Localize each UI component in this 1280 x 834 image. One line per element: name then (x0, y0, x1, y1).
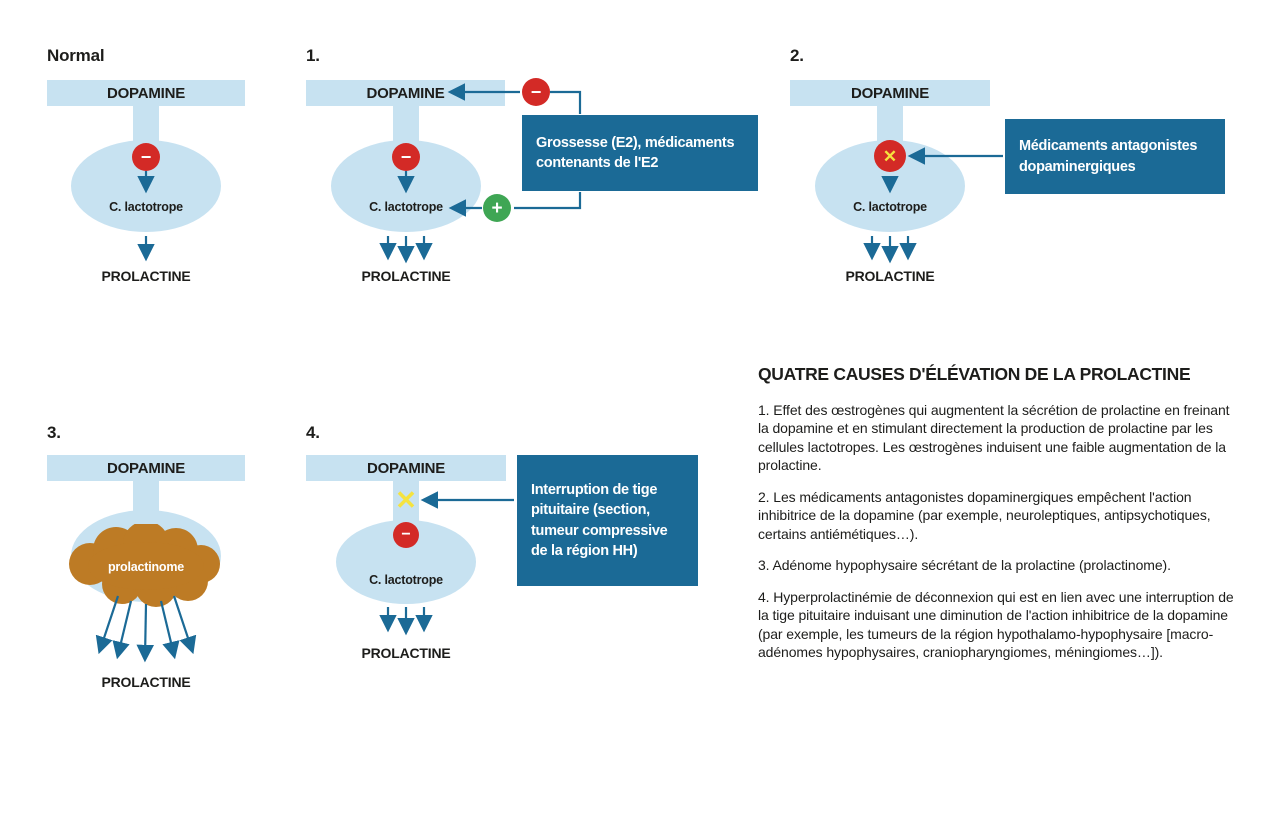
panel-normal-prolactine-label: PROLACTINE (101, 268, 191, 284)
panel3-secretion-arrow-1 (95, 595, 120, 655)
panel2-prolactine-label: PROLACTINE (845, 268, 935, 284)
panel1-plus-icon: + (483, 194, 511, 222)
panel3-dopamine-bar: DOPAMINE (47, 455, 245, 481)
panel-normal-label: Normal (47, 46, 105, 65)
panel1-prolactine-label: PROLACTINE (361, 268, 451, 284)
panel-normal-minus-icon: − (132, 143, 160, 171)
panel4-interruption-x-icon: ✕ (395, 485, 417, 515)
panel1-connector-bottom (514, 192, 582, 210)
panel4-pituitary-stem (393, 481, 419, 526)
cause4-interruption-box: Interruption de tige pituitaire (section… (517, 455, 698, 586)
panel2-dopamine-bar: DOPAMINE (790, 80, 990, 106)
panel1-connector-top (550, 90, 582, 114)
panel1-minus-top-icon: − (522, 78, 550, 106)
panel2-block-x-icon: ✕ (882, 146, 898, 166)
panel4-label: 4. (306, 423, 320, 442)
panel3-secretion-arrow-5 (172, 595, 197, 655)
panel4-dopamine-bar: DOPAMINE (306, 455, 506, 481)
panel3-secretion-arrow-2 (112, 600, 133, 660)
panel-normal-dopamine-bar: DOPAMINE (47, 80, 245, 106)
panel3-pituitary-shape (71, 510, 221, 602)
cause2-antagonist-box: Médicaments antagonistes dopaminergiques (1005, 119, 1225, 194)
panel4-cell-label: C. lactotrope (369, 573, 443, 587)
panel3-prolactine-label: PROLACTINE (101, 674, 191, 690)
panel4-prolactine-label: PROLACTINE (361, 645, 451, 661)
explanation-paragraph-2: 2. Les médicaments antagonistes dopamine… (758, 488, 1211, 542)
panel1-cell-label: C. lactotrope (369, 200, 443, 214)
panel2-block-circle-icon: ✕ (874, 140, 906, 172)
panel1-label: 1. (306, 46, 320, 65)
panel1-dopamine-bar: DOPAMINE (306, 80, 505, 106)
explanation-title: QUATRE CAUSES D'ÉLÉVATION DE LA PROLACTI… (758, 364, 1191, 384)
explanation-panel: QUATRE CAUSES D'ÉLÉVATION DE LA PROLACTI… (758, 364, 1236, 675)
cause1-estrogen-box: Grossesse (E2), médicaments contenants d… (522, 115, 758, 191)
panel3-label: 3. (47, 423, 61, 442)
prolactinoma-label: prolactinome (107, 560, 185, 574)
panel4-minus-icon: − (393, 522, 419, 548)
panel3-secretion-arrow-3 (136, 603, 155, 663)
explanation-paragraph-3: 3. Adénome hypophysaire sécrétant de la … (758, 557, 1171, 574)
explanation-paragraph-1: 1. Effet des œstrogènes qui augmentent l… (758, 402, 1230, 474)
panel3-secretion-arrow-4 (159, 600, 180, 660)
panel2-label: 2. (790, 46, 804, 65)
explanation-paragraph-4: 4. Hyperprolactinémie de déconnexion qui… (758, 588, 1234, 661)
panel1-minus-stem-icon: − (392, 143, 420, 171)
panel2-cell-label: C. lactotrope (853, 200, 927, 214)
panel-normal-cell-label: C. lactotrope (109, 200, 183, 214)
